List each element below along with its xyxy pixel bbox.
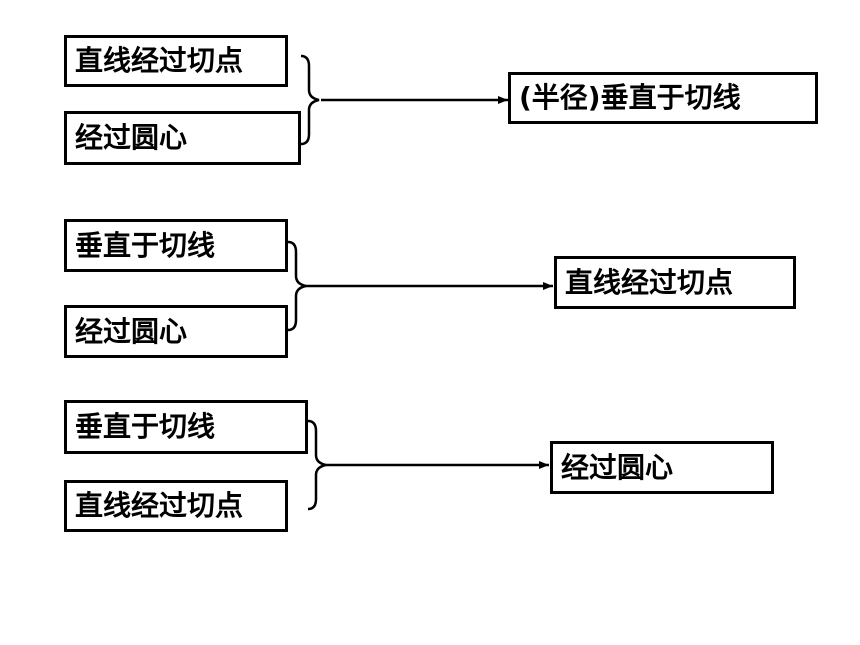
- conclusion-text: (半径)垂直于切线: [519, 81, 741, 114]
- premise-text: 经过圆心: [75, 121, 188, 154]
- premise-text: 垂直于切线: [75, 410, 216, 443]
- curly-brace: [300, 54, 320, 146]
- premise-box: 垂直于切线: [64, 400, 308, 454]
- premise-text: 垂直于切线: [75, 228, 216, 262]
- conclusion-text: 经过圆心: [561, 450, 674, 484]
- conclusion-text: 直线经过切点: [565, 265, 734, 299]
- premise-text: 直线经过切点: [75, 44, 244, 77]
- conclusion-box: 直线经过切点: [554, 256, 796, 309]
- conclusion-box: (半径)垂直于切线: [508, 72, 818, 124]
- premise-box: 垂直于切线: [64, 219, 288, 272]
- curly-brace: [287, 240, 307, 332]
- premise-box: 经过圆心: [64, 111, 301, 165]
- conclusion-box: 经过圆心: [550, 441, 774, 494]
- premise-text: 直线经过切点: [75, 489, 244, 522]
- premise-text: 经过圆心: [75, 314, 188, 348]
- curly-brace: [307, 419, 327, 511]
- premise-box: 直线经过切点: [64, 35, 288, 87]
- premise-box: 经过圆心: [64, 305, 288, 358]
- premise-box: 直线经过切点: [64, 480, 288, 532]
